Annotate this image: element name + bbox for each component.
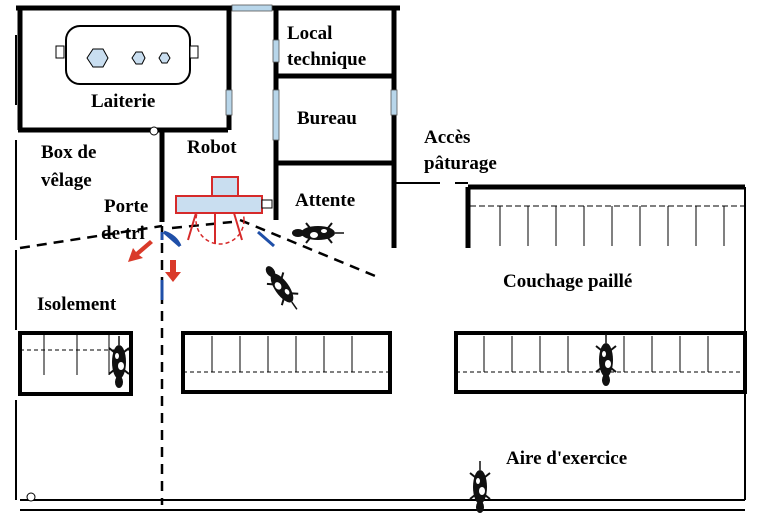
windows xyxy=(225,4,398,141)
room-label-local-technique: Local xyxy=(287,23,333,44)
room-label-acces: pâturage xyxy=(424,153,497,174)
room-label-acces: Accès xyxy=(424,127,471,148)
post-marker xyxy=(26,492,36,502)
room-label-attente: Attente xyxy=(295,190,356,211)
post-marker xyxy=(149,126,159,136)
room-label-bureau: Bureau xyxy=(297,108,357,129)
room-label-robot: Robot xyxy=(187,137,237,158)
gates xyxy=(160,230,275,300)
exit-arrow-icon xyxy=(128,240,181,282)
cow-icon xyxy=(469,460,491,514)
cow-icon xyxy=(291,222,345,244)
stalls-top-right xyxy=(470,205,745,246)
room-label-laiterie: Laiterie xyxy=(91,91,156,112)
room-label-local-technique: technique xyxy=(287,49,367,70)
label-porte-de-tri: de tri xyxy=(101,223,145,244)
milk-tank-icon xyxy=(55,25,199,85)
room-label-box-velage: Box de xyxy=(41,142,97,163)
room-label-aire-exercice: Aire d'exercice xyxy=(506,448,628,469)
dashed-barriers xyxy=(19,218,381,505)
label-porte-de-tri: Porte xyxy=(104,196,149,217)
thin-walls xyxy=(15,35,746,511)
cow-icon xyxy=(257,259,307,317)
room-label-isolement: Isolement xyxy=(37,294,117,315)
cow-icon xyxy=(595,333,617,387)
stalls-right xyxy=(454,331,747,394)
room-label-couchage-paille: Couchage paillé xyxy=(503,271,633,292)
milking-robot-icon xyxy=(175,176,273,245)
stalls-center xyxy=(181,331,392,394)
cow-icon xyxy=(108,335,130,389)
room-label-box-velage: vêlage xyxy=(41,170,92,191)
